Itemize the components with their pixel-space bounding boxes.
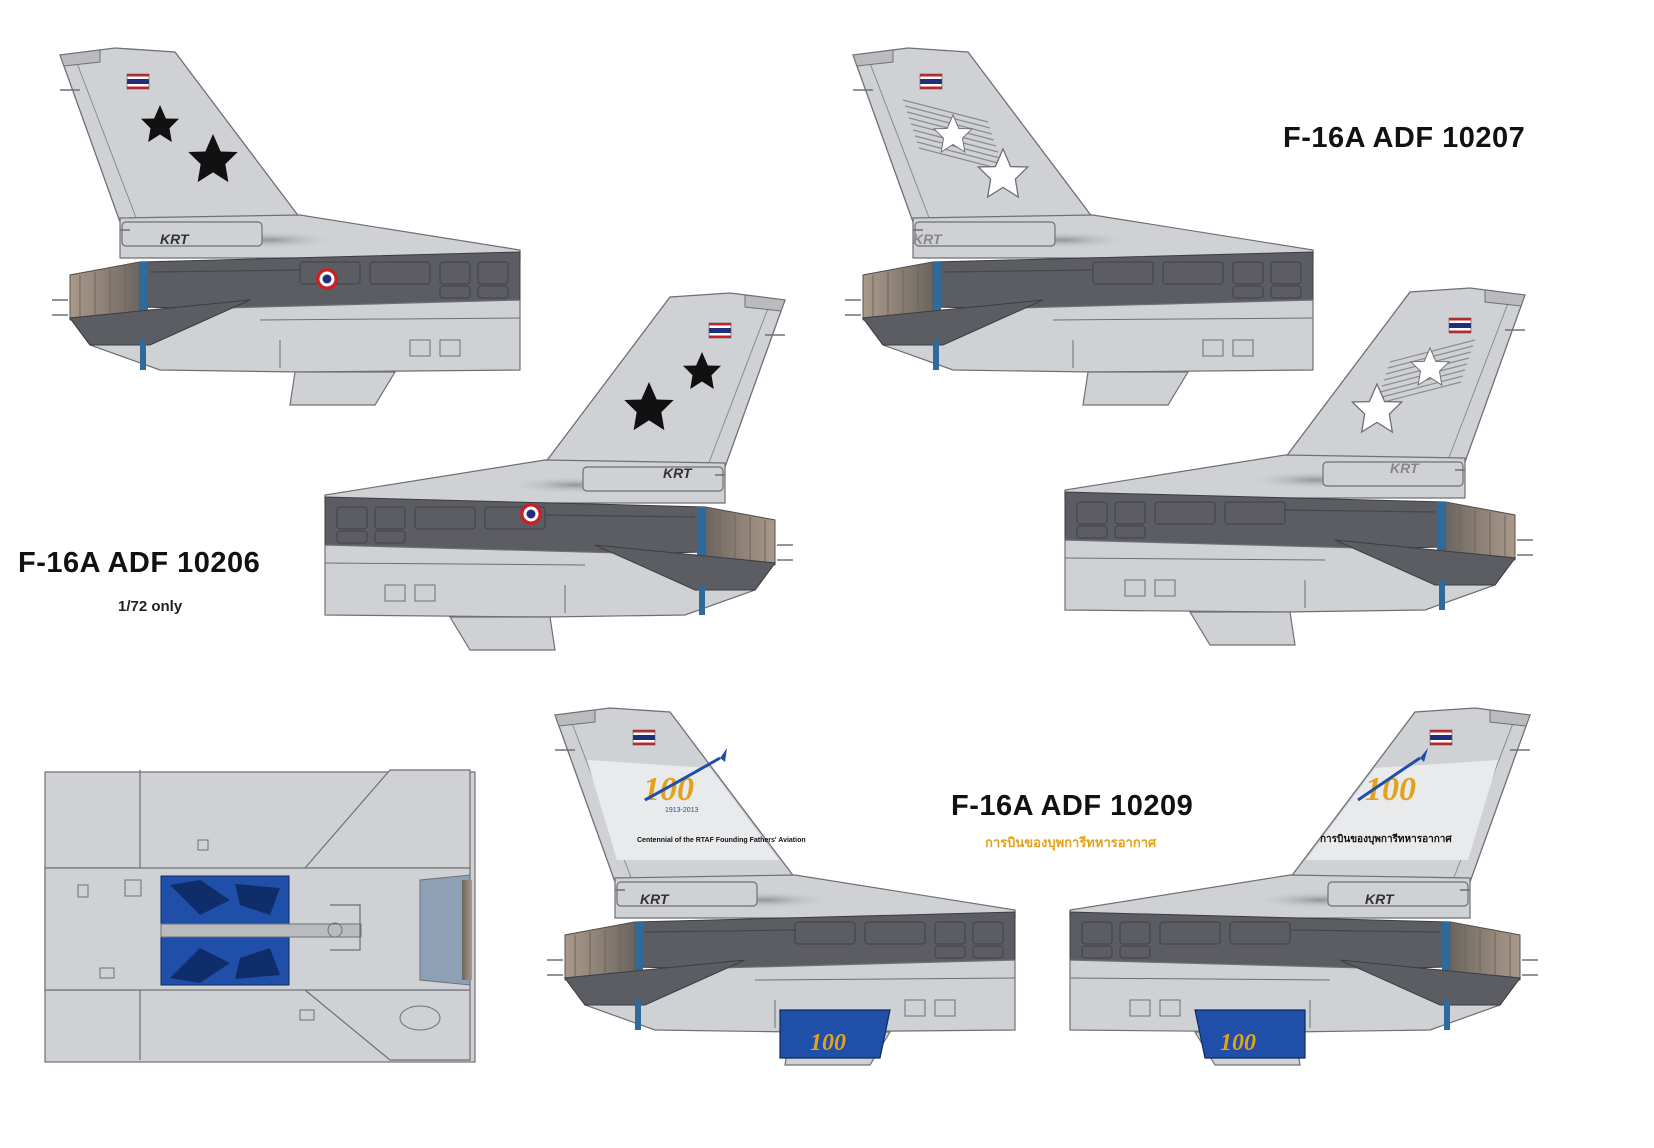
svg-text:Centennial of the RTAF Foundin: Centennial of the RTAF Founding Fathers'… bbox=[637, 837, 806, 844]
aircraft-10206-left-side: KRT bbox=[51, 47, 521, 406]
svg-text:1913-2013: 1913-2013 bbox=[665, 807, 699, 814]
centennial-emblem-icon: 100 1913-2013 bbox=[643, 748, 727, 814]
aircraft-10209-left-side: 100 1913-2013 Centennial of the RTAF Fou… bbox=[546, 707, 1016, 1066]
svg-text:KRT: KRT bbox=[1365, 891, 1395, 907]
aircraft-10206-right-side: KRT bbox=[325, 293, 793, 650]
scale-note: 1/72 only bbox=[118, 598, 183, 615]
aircraft-title-10207: F-16A ADF 10207 bbox=[1283, 122, 1526, 154]
svg-text:100: 100 bbox=[810, 1030, 846, 1056]
svg-text:KRT: KRT bbox=[913, 231, 943, 247]
aircraft-10209-right-side: 100 การบินของบุพการีทหารอากาศ KRT 100 bbox=[1070, 708, 1538, 1065]
aircraft-subtitle-thai: การบินของบุพการีทหารอากาศ bbox=[985, 836, 1157, 851]
svg-text:KRT: KRT bbox=[640, 891, 670, 907]
svg-text:KRT: KRT bbox=[1390, 460, 1420, 476]
aircraft-underside-view bbox=[44, 769, 476, 1063]
aircraft-10207-left-side: KRT bbox=[844, 47, 1314, 406]
aircraft-10207-right-side: KRT bbox=[1065, 288, 1533, 645]
svg-text:100: 100 bbox=[1220, 1030, 1256, 1056]
svg-text:การบินของบุพการีทหารอากาศ: การบินของบุพการีทหารอากาศ bbox=[1320, 833, 1452, 845]
svg-text:KRT: KRT bbox=[160, 231, 190, 247]
aircraft-title-10209: F-16A ADF 10209 bbox=[951, 790, 1194, 822]
centennial-emblem-icon: 100 bbox=[1357, 748, 1428, 808]
svg-text:KRT: KRT bbox=[663, 465, 693, 481]
aircraft-title-10206: F-16A ADF 10206 bbox=[18, 547, 261, 579]
